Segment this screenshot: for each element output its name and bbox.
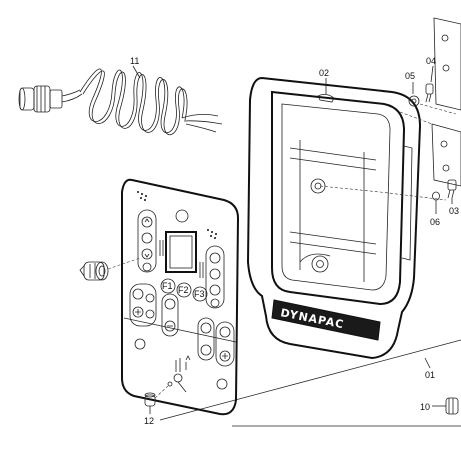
cable-coils [79,68,188,135]
key-f1 [160,278,176,294]
housing-window-opening [281,103,391,291]
key-lower-l6 [164,320,176,332]
indicator-right [216,378,228,390]
key-arrow-down [141,248,153,260]
key-arrow-up [141,216,153,228]
panel-switch-knob [173,373,183,383]
key-lower-l1 [132,288,144,300]
key-right-3 [209,284,221,296]
key-right-1 [209,252,221,264]
panel-dot-marks [137,191,217,239]
panel-divider [123,317,237,343]
callout-03: 03 [449,206,459,216]
part-03-screw: 03 [447,179,459,216]
key-f1-label: F1 [162,281,173,291]
panel-bottom-indicators [134,338,228,393]
key-f3 [192,286,208,302]
panel-left-key-column [137,209,157,273]
key-lower-r1 [200,322,212,334]
mount-boss-lower [311,255,329,273]
key-f3-label: F3 [194,289,205,299]
key-f2-label: F2 [178,285,189,295]
housing-inner-rim [271,90,406,306]
leader-11 [132,65,141,79]
key-left-4 [142,262,152,272]
panel-display-window [165,231,197,273]
key-f2 [176,282,192,298]
part-rotary-knob [79,257,141,281]
housing-brand-strip: DYNAPAC [271,299,381,341]
housing-top-notch [317,94,335,103]
callout-01: 01 [425,370,435,380]
callout-11: 11 [130,56,139,66]
part-02-housing: DYNAPAC 02 [246,68,422,360]
panel-lower-key-group-left [129,283,179,337]
panel-mount-hole [175,209,189,223]
key-right-4 [210,298,220,308]
indicator-left [134,338,146,350]
mounting-bracket-lower [431,123,461,187]
housing-outer-shell [246,76,422,360]
callout-10: 10 [420,402,430,412]
panel-outline [121,178,240,416]
mounting-bracket-upper [433,17,461,111]
callout-12: 12 [144,416,154,426]
part-12-cap: 12 [144,385,169,426]
key-lower-l2 [132,306,144,318]
key-lower-l4 [145,309,155,319]
key-left-2 [141,232,153,244]
base-plate-edge [159,339,461,421]
key-right-2 [209,268,221,280]
key-lower-l5 [164,298,176,310]
callout-05: 05 [405,71,415,81]
cable-wire-ends [181,114,223,133]
callout-04: 04 [426,56,436,66]
part-01-leader: 01 [424,357,435,380]
part-04-screw: 04 [425,56,436,103]
part-11-coiled-cable: 11 [18,56,223,135]
assembly-line-bracket-lower [379,191,447,201]
housing-cavity [289,140,377,282]
key-lower-r4 [219,350,231,362]
part-06-washer: 06 [430,191,440,227]
control-panel-overlay: F1 F2 F3 [121,178,240,416]
panel-right-key-column [205,245,225,309]
panel-grip-marks [159,240,204,278]
key-lower-r3 [219,326,231,338]
part-05-washer: 05 [405,71,420,107]
callout-06: 06 [430,217,440,227]
callout-02: 02 [319,68,329,78]
key-lower-l3 [145,293,155,303]
assembly-line-bracket-upper [419,103,457,115]
part-10-fitting: 10 [420,397,459,415]
cable-connector [18,85,83,113]
mount-boss-upper [310,178,326,194]
housing-side-flange [401,145,413,261]
key-lower-r2 [200,344,212,356]
panel-function-keys: F1 F2 F3 [160,278,208,302]
panel-lower-key-group-right [197,317,235,367]
